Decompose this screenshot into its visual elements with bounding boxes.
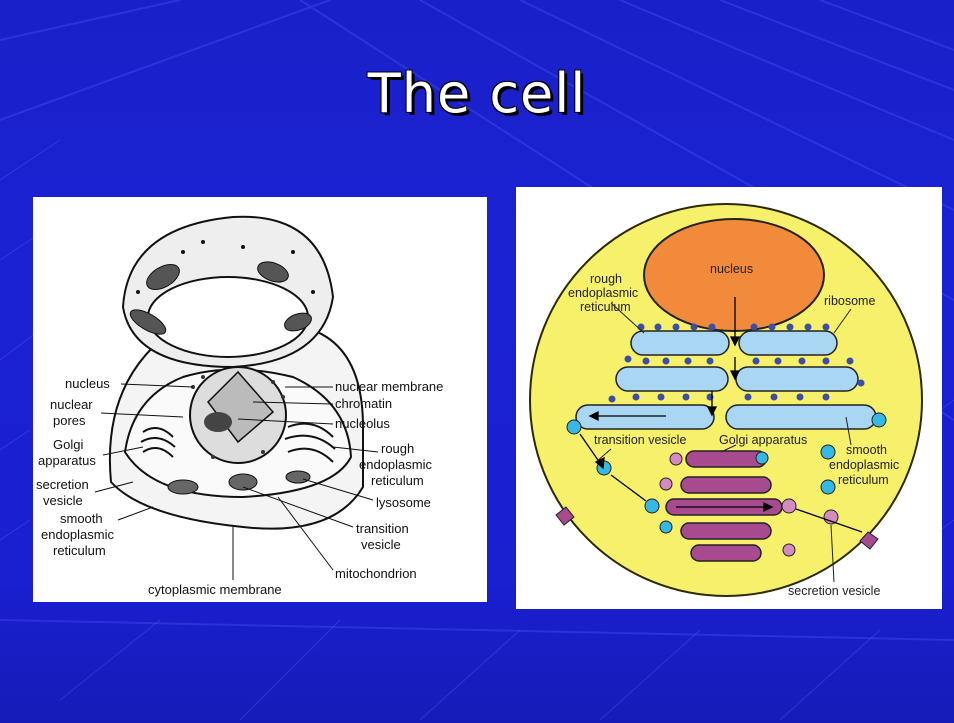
label-transition-1: transition xyxy=(356,521,409,536)
er-tube xyxy=(631,331,729,355)
label-smooth-1: smooth xyxy=(60,511,103,526)
golgi-cisterna xyxy=(681,523,771,539)
er-tube xyxy=(736,367,858,391)
transition-vesicle xyxy=(645,499,659,513)
transition-vesicle xyxy=(872,413,886,427)
secretion-vesicle xyxy=(783,544,795,556)
secretion-vesicle xyxy=(660,478,672,490)
er-tube xyxy=(616,367,728,391)
label-nucleus: nucleus xyxy=(65,376,110,391)
label-golgi-2: apparatus xyxy=(38,453,96,468)
secretory-pathway-illustration: nucleus rough endoplasmic reticulum ribo… xyxy=(516,187,942,609)
label-cytoplasmic-membrane: cytoplasmic membrane xyxy=(148,582,282,597)
golgi-cisterna xyxy=(691,545,761,561)
transition-vesicle xyxy=(660,521,672,533)
smooth-er-vesicle xyxy=(821,445,835,459)
label-smooth-3: reticulum xyxy=(838,473,889,487)
label-transition-2: vesicle xyxy=(361,537,401,552)
label-rough-1: rough xyxy=(381,441,414,456)
label-secretion-2: vesicle xyxy=(43,493,83,508)
label-rough-2: endoplasmic xyxy=(568,286,638,300)
label-rough-1: rough xyxy=(590,272,622,286)
label-nuclear-membrane: nuclear membrane xyxy=(335,379,443,394)
label-nuclear-pores-2: pores xyxy=(53,413,86,428)
label-nucleus: nucleus xyxy=(710,262,753,276)
label-secretion-vesicle: secretion vesicle xyxy=(788,584,880,598)
transition-vesicle xyxy=(567,420,581,434)
label-transition-vesicle: transition vesicle xyxy=(594,433,686,447)
slide-title: The cell xyxy=(0,62,954,125)
golgi-cisterna xyxy=(681,477,771,493)
secretion-vesicle xyxy=(670,453,682,465)
er-tube xyxy=(739,331,837,355)
transition-vesicle xyxy=(756,452,768,464)
golgi-cisterna xyxy=(686,451,766,467)
label-nuclear-pores-1: nuclear xyxy=(50,397,93,412)
label-smooth-2: endoplasmic xyxy=(829,458,899,472)
smooth-er-vesicle xyxy=(821,480,835,494)
label-rough-3: reticulum xyxy=(371,473,424,488)
label-smooth-2: endoplasmic xyxy=(41,527,114,542)
secretory-pathway-diagram: nucleus rough endoplasmic reticulum ribo… xyxy=(516,187,942,609)
label-ribosome: ribosome xyxy=(824,294,875,308)
label-golgi-1: Golgi xyxy=(53,437,83,452)
label-rough-3: reticulum xyxy=(580,300,631,314)
label-smooth-1: smooth xyxy=(846,443,887,457)
label-golgi: Golgi apparatus xyxy=(719,433,807,447)
label-mitochondrion: mitochondrion xyxy=(335,566,417,581)
secretion-vesicle xyxy=(824,510,838,524)
label-lysosome: lysosome xyxy=(376,495,431,510)
cross-section-illustration: nucleus nuclear pores Golgi apparatus se… xyxy=(33,197,487,602)
label-chromatin: chromatin xyxy=(335,396,392,411)
label-secretion-1: secretion xyxy=(36,477,89,492)
label-smooth-3: reticulum xyxy=(53,543,106,558)
er-tube xyxy=(726,405,876,429)
animal-cell-cross-section-diagram: nucleus nuclear pores Golgi apparatus se… xyxy=(33,197,487,602)
label-nucleolus: nucleolus xyxy=(335,416,390,431)
secretion-vesicle xyxy=(782,499,796,513)
label-rough-2: endoplasmic xyxy=(359,457,432,472)
